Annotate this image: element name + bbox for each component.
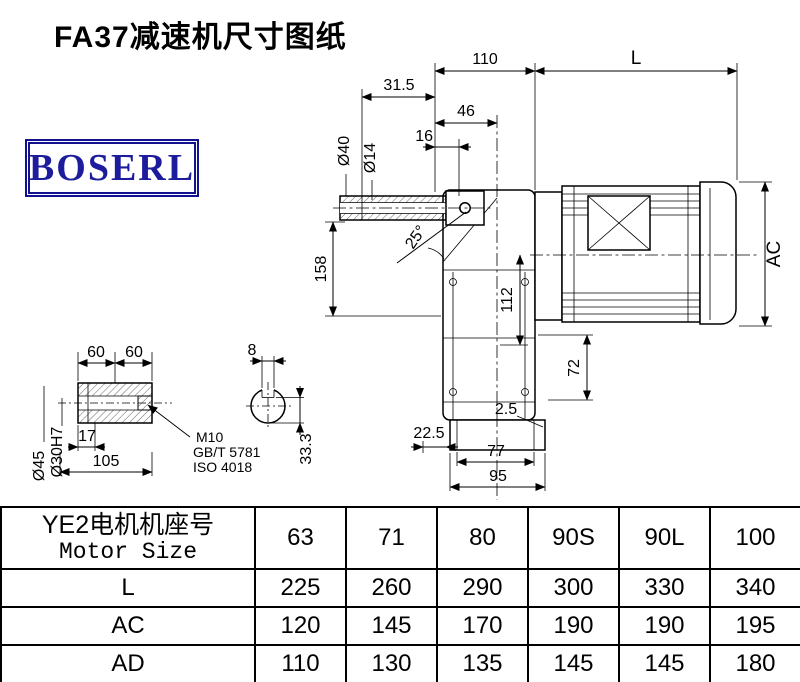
- cell-AD-63: 110: [254, 644, 347, 682]
- cell-L-90S: 300: [527, 568, 620, 608]
- cell-AC-90S: 190: [527, 606, 620, 646]
- cell-L-63: 225: [254, 568, 347, 608]
- dim-L-label: L: [631, 48, 642, 69]
- motor-flange: [534, 191, 563, 321]
- dim-dia30h7-label: Ø30H7: [49, 427, 66, 478]
- angle-line: [396, 211, 467, 264]
- cell-AC-90L: 190: [618, 606, 711, 646]
- cell-L-80: 290: [436, 568, 529, 608]
- logo-text: BOSERL: [28, 147, 196, 189]
- dim-33.3-label: 33.3: [298, 433, 315, 464]
- dim-112-label: 112: [499, 287, 516, 313]
- cell-L-100: 340: [709, 568, 800, 608]
- thread-iso-label: ISO 4018: [193, 459, 252, 475]
- cell-AC-71: 145: [345, 606, 438, 646]
- row-label-L: L: [0, 568, 256, 608]
- shaft-detail-view: 60 60 Ø45 Ø30H7 17 105 M10 GB/T 5781 ISO…: [31, 344, 261, 481]
- dimensions-main: 110 L 31.5 46 16 Ø40 Ø14 25°: [313, 48, 785, 491]
- dim-AC-label: AC: [764, 241, 785, 267]
- cell-AD-90S: 145: [527, 644, 620, 682]
- bolt-hole: [521, 388, 529, 396]
- table-row-AD: AD 110 130 135 145 145 180: [0, 644, 800, 682]
- cell-AC-100: 195: [709, 606, 800, 646]
- cell-L-71: 260: [345, 568, 438, 608]
- page-title: FA37减速机尺寸图纸: [54, 21, 347, 54]
- dim-angle-label: 25°: [402, 223, 430, 253]
- cell-L-90L: 330: [618, 568, 711, 608]
- dim-17-label: 17: [78, 428, 96, 445]
- dim-72-label: 72: [566, 359, 583, 377]
- thread-leader-line: [147, 404, 191, 438]
- bottom-flange: [449, 419, 546, 451]
- dim-22.5-label: 22.5: [413, 425, 444, 442]
- thread-m10-label: M10: [196, 429, 223, 445]
- dim-dia14-label: Ø14: [362, 143, 379, 173]
- dim-dia40-label: Ø40: [336, 136, 353, 166]
- main-view: [333, 115, 757, 500]
- size-col-100: 100: [709, 506, 800, 570]
- motor-size-table: YE2电机机座号 Motor Size 63 71 80 90S 90L 100…: [0, 506, 800, 682]
- dim-95-label: 95: [489, 468, 507, 485]
- motor: [534, 181, 737, 325]
- boserl-logo: BOSERL: [25, 139, 199, 197]
- cell-AC-63: 120: [254, 606, 347, 646]
- size-col-90L: 90L: [618, 506, 711, 570]
- dim-60a-label: 60: [87, 344, 105, 361]
- dim-158-label: 158: [313, 256, 330, 283]
- technical-drawing: 110 L 31.5 46 16 Ø40 Ø14 25°: [31, 48, 785, 500]
- dim-dia45-label: Ø45: [31, 451, 48, 481]
- size-col-63: 63: [254, 506, 347, 570]
- row-label-AD: AD: [0, 644, 256, 682]
- thread-gbt-label: GB/T 5781: [193, 444, 261, 460]
- cell-AD-100: 180: [709, 644, 800, 682]
- bolt-hole: [449, 388, 457, 396]
- dim-31.5-label: 31.5: [383, 77, 414, 94]
- dim-60b-label: 60: [125, 344, 143, 361]
- cell-AD-80: 135: [436, 644, 529, 682]
- keyway-detail-view: 8 33.3: [246, 342, 315, 465]
- dim-77-label: 77: [487, 443, 505, 460]
- size-col-80: 80: [436, 506, 529, 570]
- dim-8-label: 8: [248, 342, 257, 359]
- dim-46-label: 46: [457, 103, 475, 120]
- fan-cover: [699, 181, 737, 325]
- dim-2.5-label: 2.5: [495, 401, 517, 418]
- cell-AD-90L: 145: [618, 644, 711, 682]
- size-col-90S: 90S: [527, 506, 620, 570]
- header-label-cn: YE2电机机座号: [41, 510, 215, 539]
- cell-AC-80: 170: [436, 606, 529, 646]
- dim-110-label: 110: [472, 51, 498, 68]
- output-shaft: [339, 190, 485, 264]
- size-col-71: 71: [345, 506, 438, 570]
- header-label-en: Motor Size: [58, 538, 198, 565]
- cell-AD-71: 130: [345, 644, 438, 682]
- dim-16-label: 16: [415, 128, 433, 145]
- table-row-L: L 225 260 290 300 330 340: [0, 568, 800, 608]
- motor-size-header-cell: YE2电机机座号 Motor Size: [0, 506, 256, 570]
- dim-105-label: 105: [93, 453, 120, 470]
- table-header-row: YE2电机机座号 Motor Size 63 71 80 90S 90L 100: [0, 506, 800, 570]
- table-row-AC: AC 120 145 170 190 190 195: [0, 606, 800, 646]
- row-label-AC: AC: [0, 606, 256, 646]
- bolt-hole: [449, 278, 457, 286]
